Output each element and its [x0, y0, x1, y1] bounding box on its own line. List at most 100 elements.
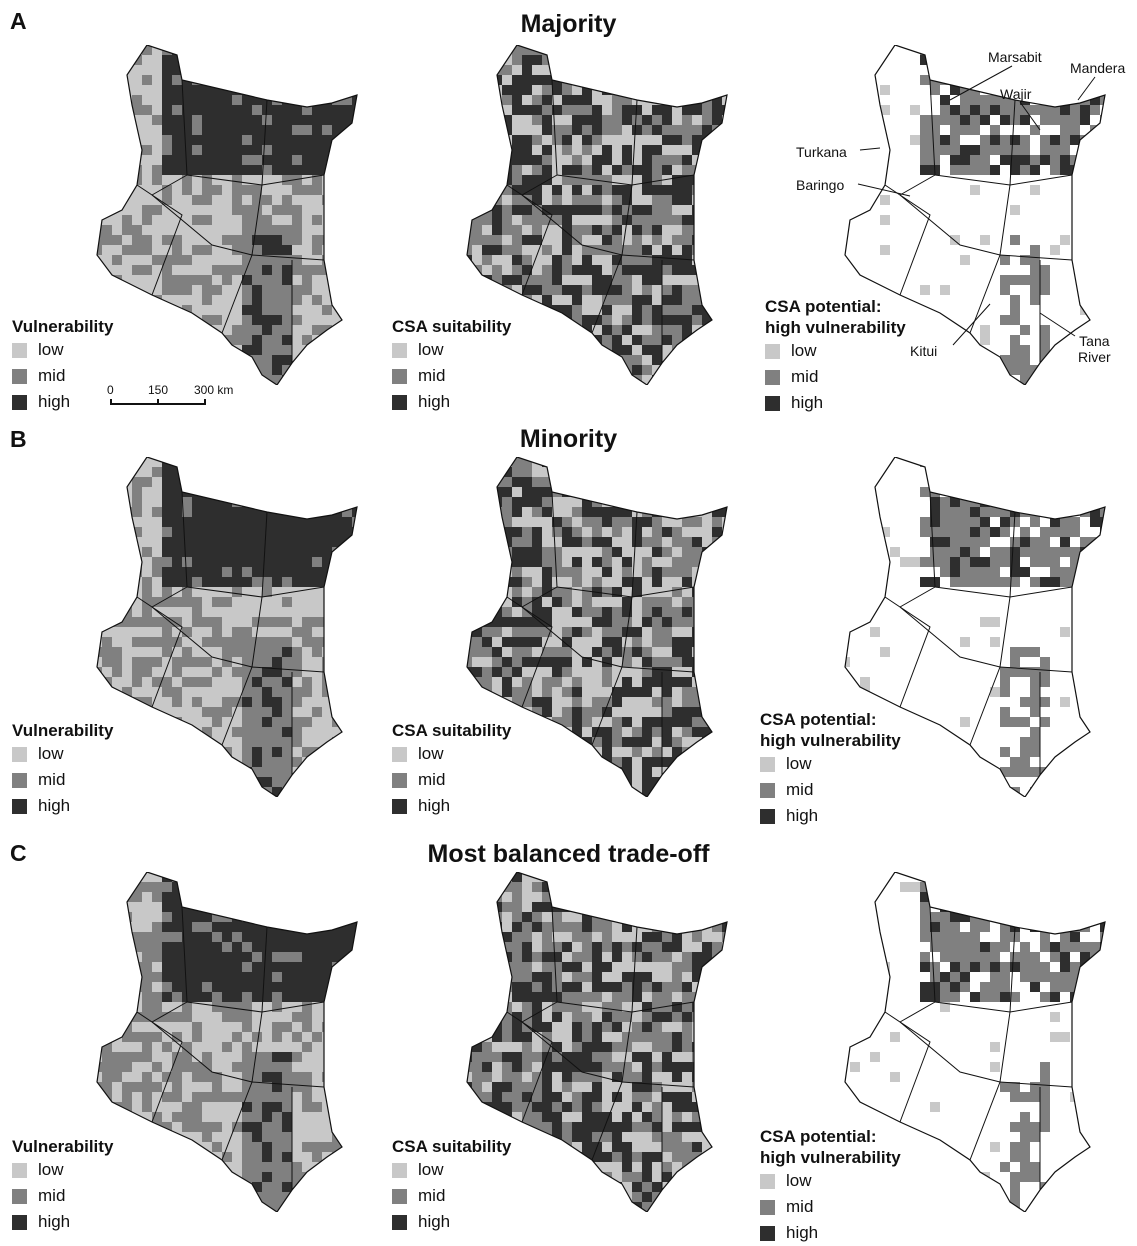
raster-cell: [242, 215, 252, 225]
raster-cell: [362, 587, 372, 597]
raster-cell: [202, 677, 212, 687]
raster-cell: [472, 115, 482, 125]
raster-cell: [602, 185, 612, 195]
legend-row-mid: mid: [392, 767, 511, 793]
raster-cell: [202, 942, 212, 952]
raster-cell: [1000, 75, 1010, 85]
raster-cell: [652, 285, 662, 295]
raster-cell: [552, 345, 562, 355]
raster-cell: [990, 65, 1000, 75]
raster-cell: [870, 285, 880, 295]
raster-cell: [252, 295, 262, 305]
raster-cell: [322, 547, 332, 557]
raster-cell: [372, 567, 382, 577]
raster-cell: [92, 115, 102, 125]
raster-cell: [342, 497, 352, 507]
raster-cell: [342, 467, 352, 477]
raster-cell: [222, 627, 232, 637]
raster-cell: [722, 305, 732, 315]
raster-cell: [562, 355, 572, 365]
raster-cell: [312, 537, 322, 547]
raster-cell: [990, 75, 1000, 85]
raster-cell: [492, 175, 502, 185]
raster-cell: [642, 145, 652, 155]
raster-cell: [930, 155, 940, 165]
raster-cell: [152, 75, 162, 85]
raster-cell: [472, 617, 482, 627]
raster-cell: [262, 135, 272, 145]
raster-cell: [222, 345, 232, 355]
raster-cell: [282, 727, 292, 737]
raster-cell: [362, 697, 372, 707]
raster-cell: [122, 145, 132, 155]
raster-cell: [322, 115, 332, 125]
raster-cell: [262, 872, 272, 882]
raster-cell: [182, 557, 192, 567]
raster-cell: [1110, 115, 1120, 125]
raster-cell: [592, 757, 602, 767]
raster-cell: [242, 647, 252, 657]
raster-cell: [642, 467, 652, 477]
raster-cell: [112, 55, 122, 65]
raster-cell: [342, 55, 352, 65]
raster-cell: [142, 757, 152, 767]
raster-cell: [182, 777, 192, 787]
raster-cell: [542, 145, 552, 155]
raster-cell: [332, 912, 342, 922]
raster-cell: [562, 345, 572, 355]
raster-cell: [562, 265, 572, 275]
raster-cell: [192, 355, 202, 365]
raster-cell: [970, 507, 980, 517]
raster-cell: [282, 972, 292, 982]
raster-cell: [162, 225, 172, 235]
raster-cell: [552, 245, 562, 255]
raster-cell: [272, 557, 282, 567]
raster-cell: [512, 477, 522, 487]
raster-cell: [292, 952, 302, 962]
raster-cell: [582, 647, 592, 657]
raster-cell: [92, 75, 102, 85]
raster-cell: [662, 607, 672, 617]
raster-cell: [512, 777, 522, 787]
raster-cell: [352, 617, 362, 627]
raster-cell: [702, 215, 712, 225]
raster-cell: [930, 547, 940, 557]
raster-cell: [950, 165, 960, 175]
raster-cell: [292, 135, 302, 145]
raster-cell: [252, 205, 262, 215]
raster-cell: [122, 567, 132, 577]
raster-cell: [112, 687, 122, 697]
raster-cell: [602, 335, 612, 345]
raster-cell: [732, 135, 742, 145]
raster-cell: [672, 65, 682, 75]
raster-cell: [672, 195, 682, 205]
raster-cell: [362, 647, 372, 657]
raster-cell: [262, 285, 272, 295]
raster-cell: [342, 305, 352, 315]
raster-cell: [472, 587, 482, 597]
legend-row-high: high: [12, 389, 113, 415]
raster-cell: [362, 355, 372, 365]
raster-cell: [592, 95, 602, 105]
raster-cell: [302, 165, 312, 175]
raster-cell: [702, 295, 712, 305]
raster-cell: [552, 375, 562, 385]
raster-cell: [582, 747, 592, 757]
raster-cell: [702, 115, 712, 125]
raster-cell: [252, 787, 262, 797]
raster-cell: [652, 657, 662, 667]
raster-cell: [692, 537, 702, 547]
raster-cell: [542, 677, 552, 687]
raster-cell: [122, 667, 132, 677]
raster-cell: [712, 315, 722, 325]
raster-cell: [302, 737, 312, 747]
raster-cell: [572, 295, 582, 305]
raster-cell: [532, 507, 542, 517]
raster-cell: [232, 767, 242, 777]
raster-cell: [482, 477, 492, 487]
raster-cell: [92, 457, 102, 467]
raster-cell: [292, 507, 302, 517]
raster-cell: [112, 205, 122, 215]
raster-cell: [302, 305, 312, 315]
raster-cell: [612, 115, 622, 125]
